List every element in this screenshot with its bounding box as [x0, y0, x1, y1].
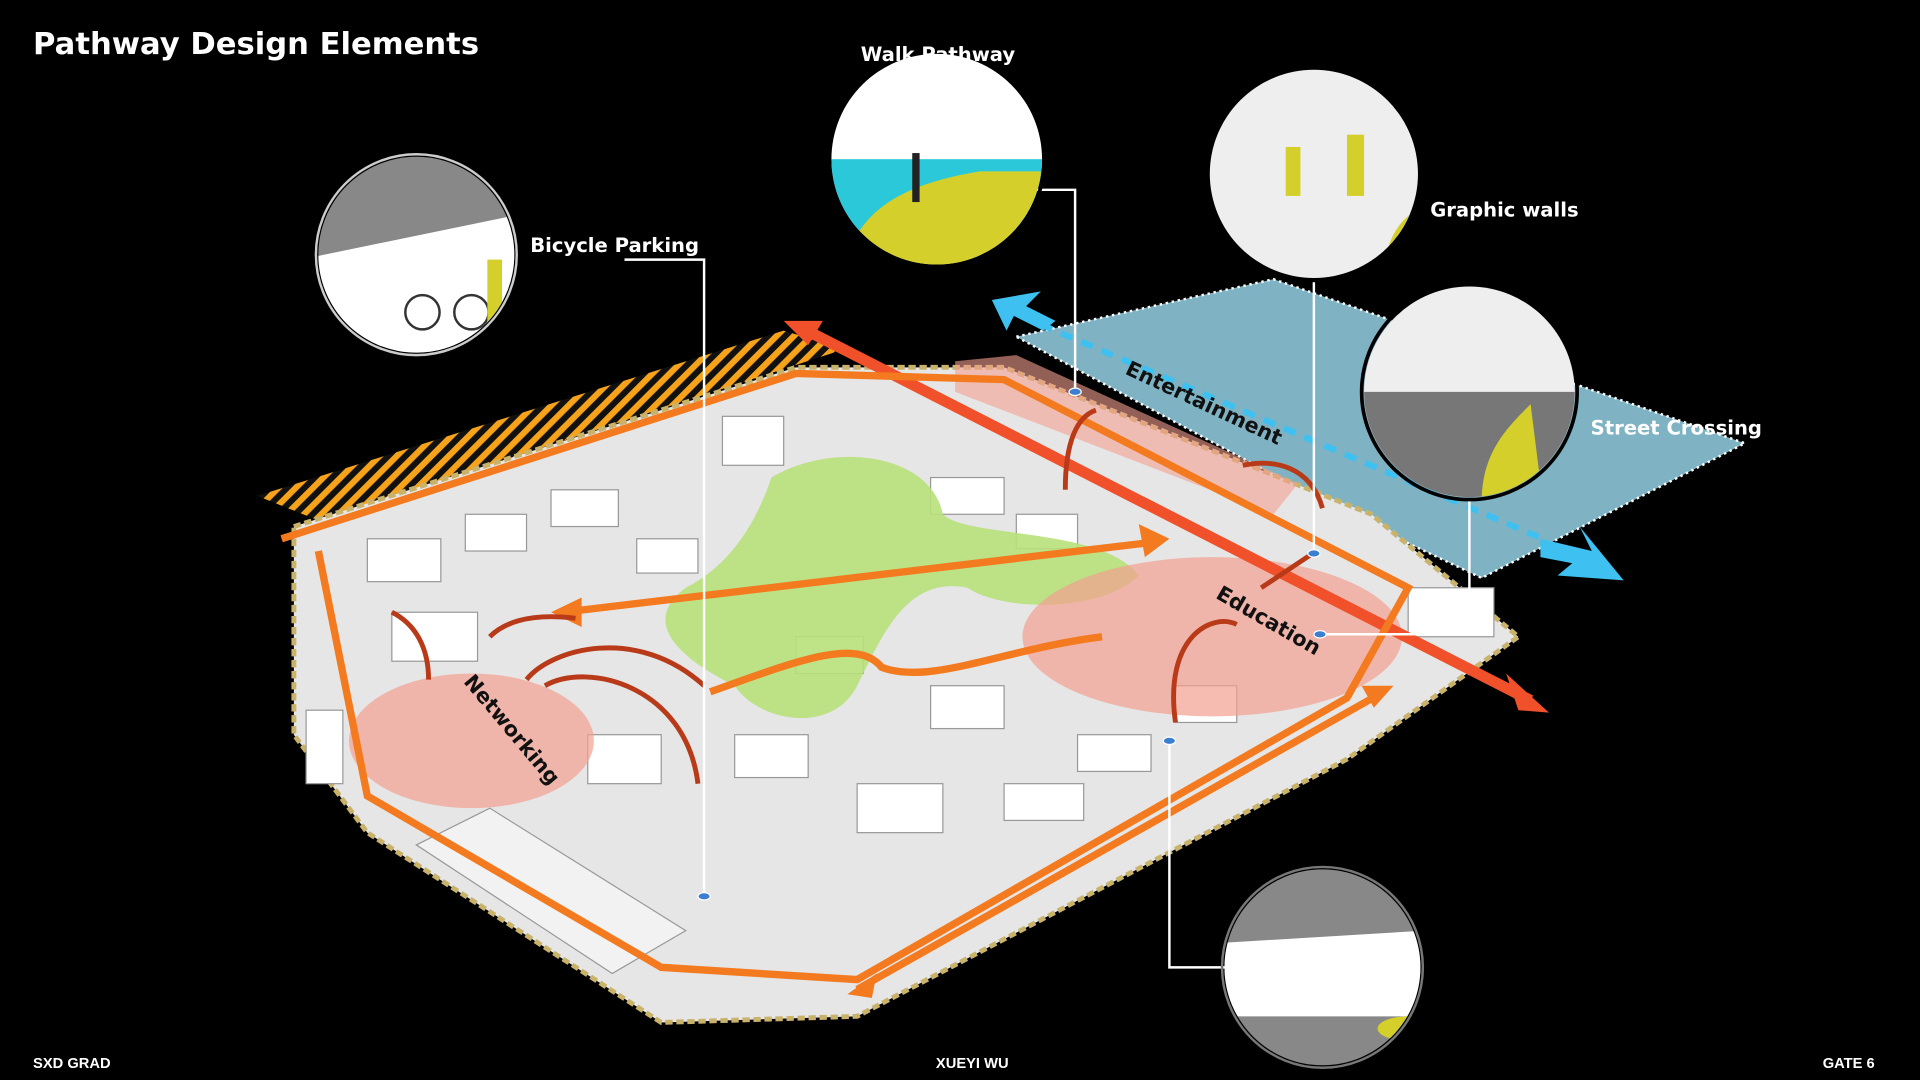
- bicycle-parking-vignette: [318, 156, 515, 353]
- bicycle-parking-circle[interactable]: [314, 153, 518, 357]
- route-orange-arrowhead: [847, 973, 877, 998]
- graphic-walls-vignette: [1209, 69, 1418, 278]
- blue-arrow-downright: [1540, 526, 1624, 581]
- street-crossing-label: Street Crossing: [1591, 417, 1762, 440]
- plaza-circle[interactable]: [1220, 865, 1425, 1069]
- site-platform: [291, 364, 1523, 1025]
- callout-lines: [624, 188, 1471, 969]
- green-park: [665, 456, 1139, 719]
- callout-markers: [697, 387, 1327, 901]
- footer-center: XUEYI WU: [936, 1056, 1009, 1072]
- graphic-walls-circle[interactable]: [1205, 65, 1423, 283]
- plaza-vignette: [1224, 869, 1421, 1066]
- footer-left: SXD GRAD: [33, 1056, 111, 1072]
- hatched-edge: [257, 330, 845, 521]
- blue-arrow-upleft: [991, 291, 1056, 331]
- walk-pathway-label: Walk Pathway: [861, 43, 1016, 66]
- route-red-diagonal: [799, 323, 1534, 706]
- street-crossing-vignette: [1364, 286, 1575, 498]
- crosswalk-markings: [1039, 321, 1545, 542]
- graphic-walls-label: Graphic walls: [1430, 199, 1578, 222]
- route-orange-arrowhead: [1361, 685, 1394, 708]
- education-zone: [1022, 557, 1403, 717]
- networking-zone: [348, 673, 594, 809]
- street-crossing-circle[interactable]: [1359, 282, 1579, 502]
- route-orange-arrowhead: [1138, 524, 1170, 558]
- building-blocks: [305, 415, 1495, 975]
- route-orange: [280, 369, 1414, 993]
- page-title: Pathway Design Elements: [33, 27, 479, 62]
- walk-pathway-vignette: [831, 53, 1043, 265]
- route-red-arrowhead-nw: [783, 320, 823, 346]
- footer-right: GATE 6: [1823, 1056, 1875, 1072]
- bicycle-parking-label: Bicycle Parking: [530, 234, 699, 257]
- walk-pathway-circle[interactable]: [827, 49, 1047, 269]
